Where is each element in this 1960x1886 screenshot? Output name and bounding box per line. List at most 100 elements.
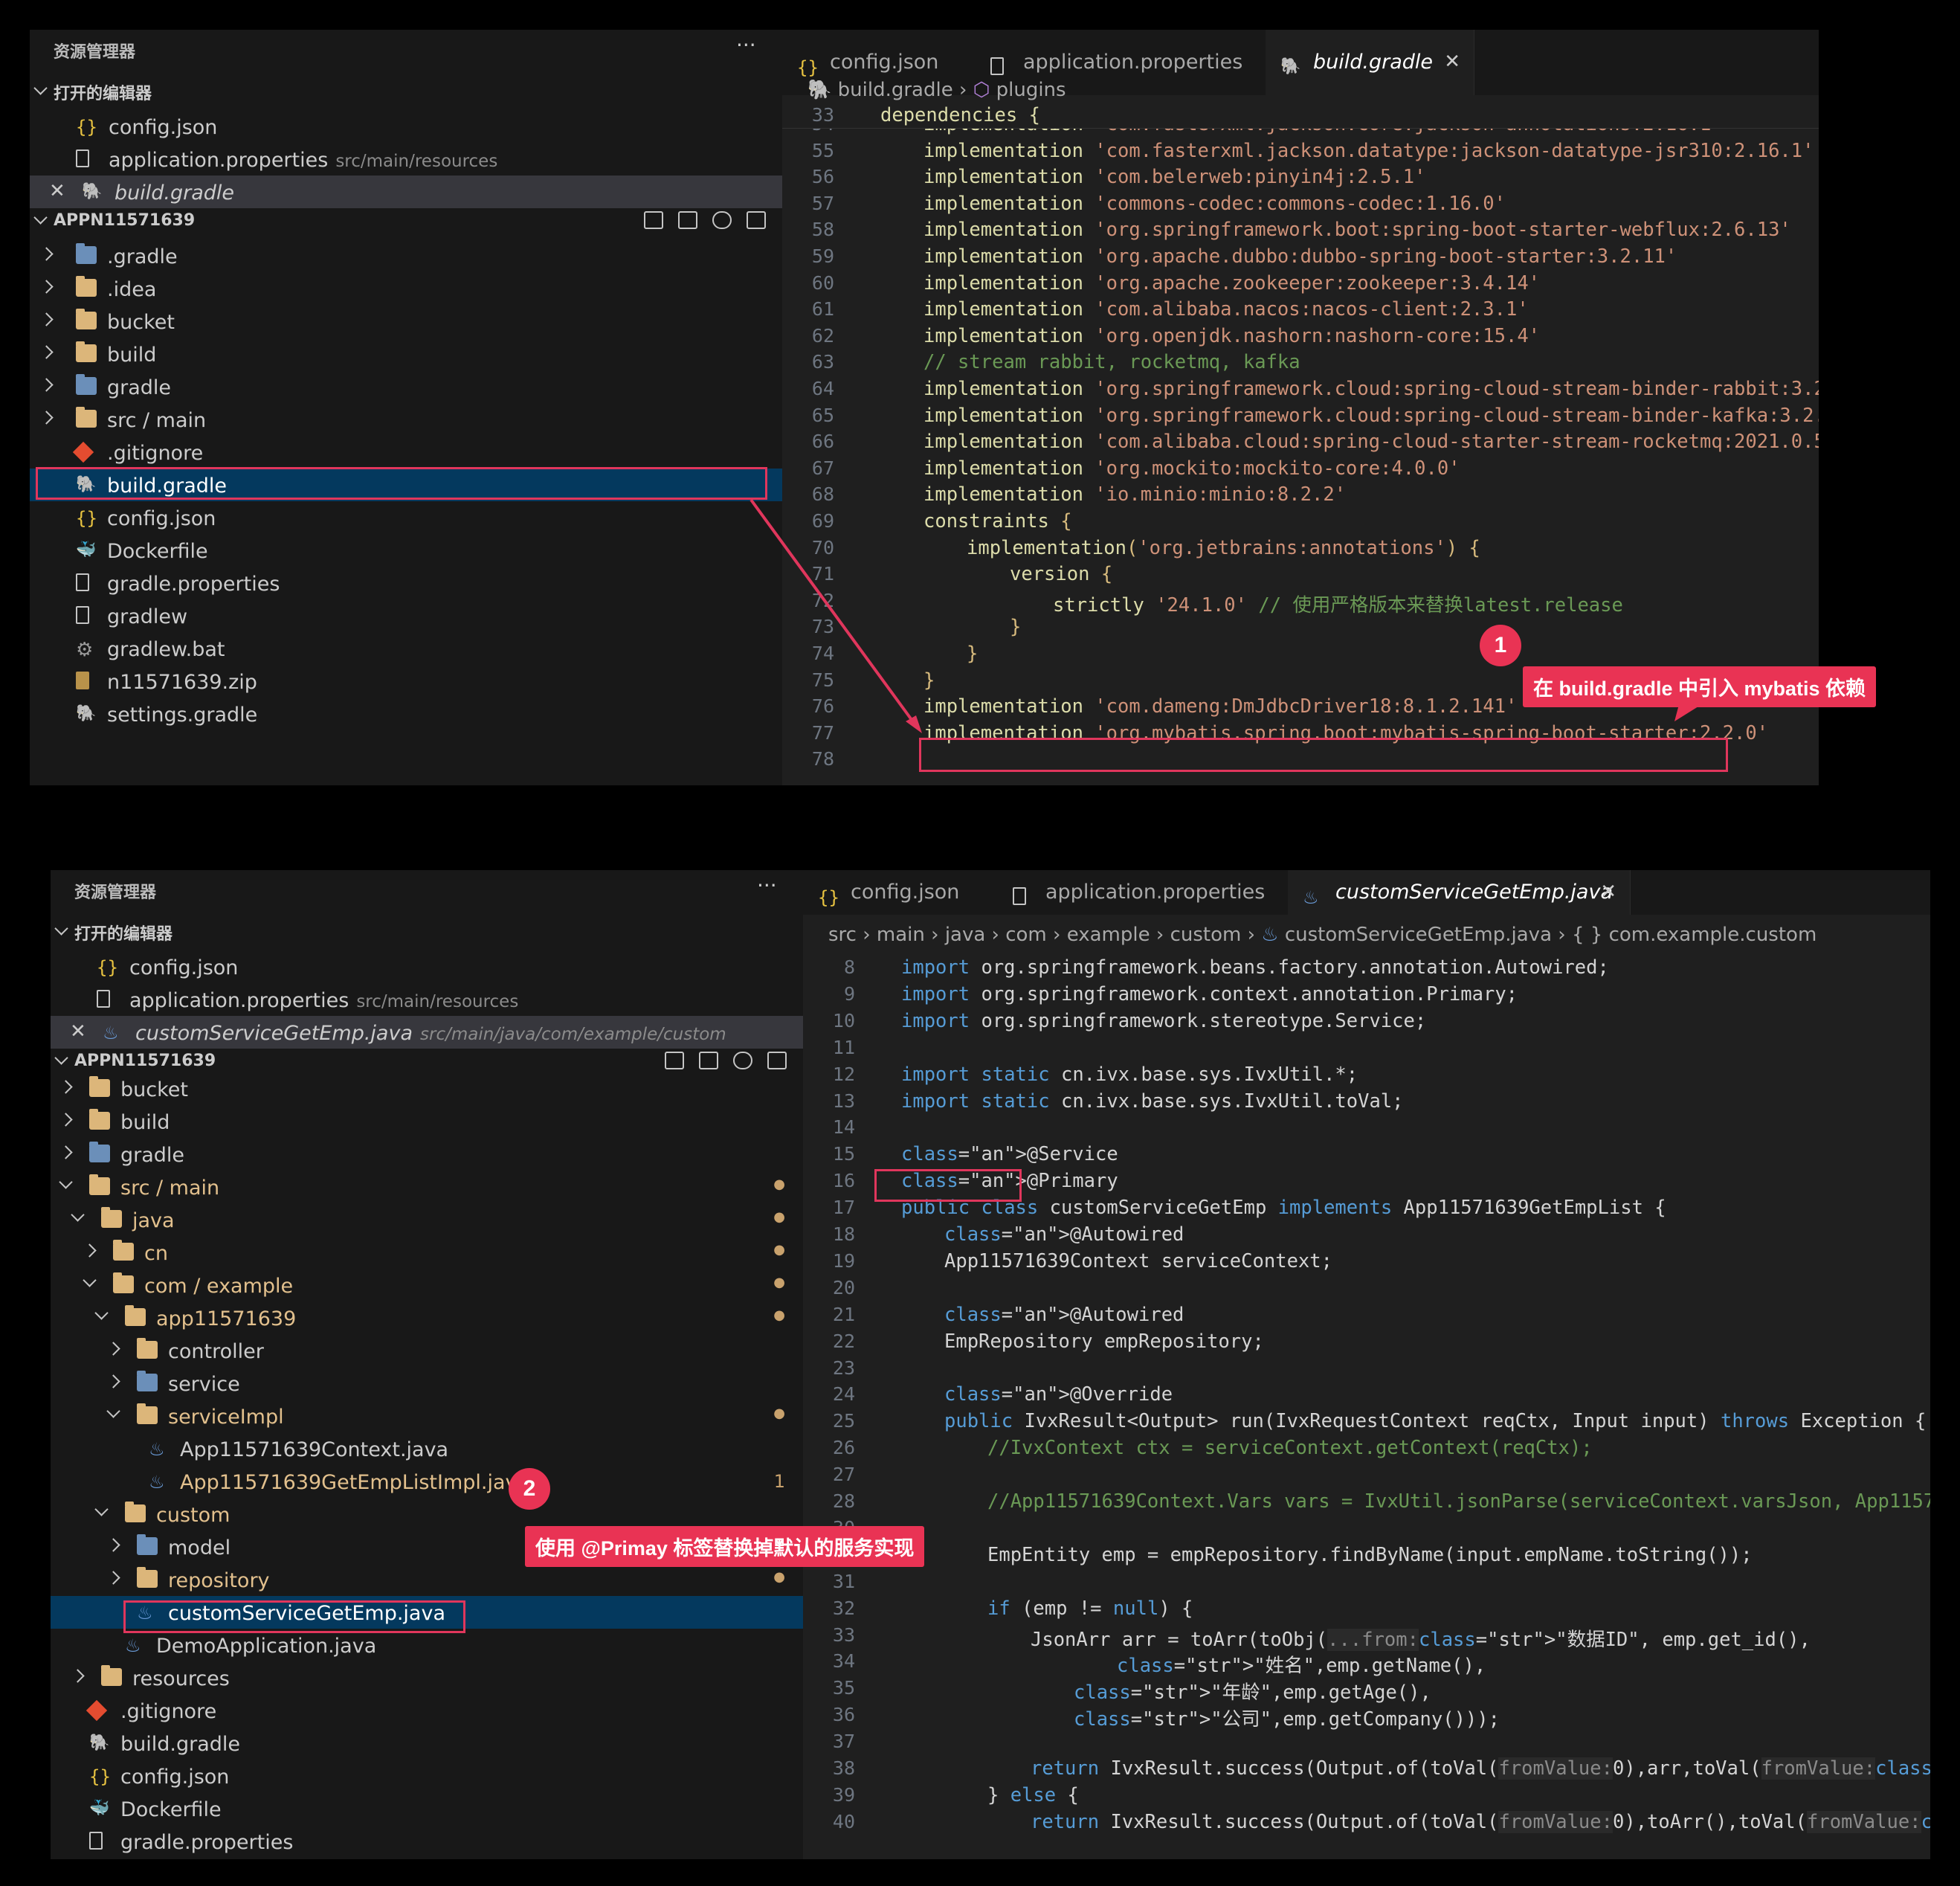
chevron-right-icon[interactable] xyxy=(39,280,54,294)
chevron-down-icon[interactable] xyxy=(94,1502,109,1516)
open-editors-header[interactable]: 打开的编辑器 xyxy=(54,85,152,103)
chevron-right-icon[interactable] xyxy=(39,411,54,425)
chevron-down-icon[interactable] xyxy=(33,81,48,95)
breadcrumb-item[interactable]: plugins xyxy=(996,79,1066,101)
chevron-down-icon[interactable] xyxy=(71,1208,85,1222)
breadcrumb-item[interactable]: custom xyxy=(1170,924,1242,946)
close-icon[interactable]: ✕ xyxy=(1444,51,1460,73)
tab-customservicegetemp-java[interactable]: ♨customServiceGetEmp.java✕ xyxy=(1288,870,1631,915)
chevron-right-icon[interactable] xyxy=(71,1669,85,1683)
tree-item[interactable]: gradle xyxy=(30,370,782,403)
chevron-down-icon[interactable] xyxy=(106,1404,120,1418)
more-actions-icon[interactable]: ··· xyxy=(736,33,756,57)
tree-item[interactable]: java● xyxy=(51,1203,803,1236)
tab-build-gradle[interactable]: 🐘build.gradle✕ xyxy=(1266,30,1474,95)
new-folder-icon[interactable] xyxy=(678,211,697,229)
new-file-icon[interactable] xyxy=(644,211,663,229)
open-editors-header[interactable]: 打开的编辑器 xyxy=(74,925,173,944)
chevron-down-icon[interactable] xyxy=(54,921,68,936)
tree-item[interactable]: resources xyxy=(51,1661,803,1694)
tree-item[interactable]: ♨DemoApplication.java xyxy=(51,1629,803,1661)
tree-item[interactable]: bucket xyxy=(30,305,782,338)
tab-application-properties[interactable]: application.properties xyxy=(998,870,1289,915)
collapse-all-icon[interactable] xyxy=(747,211,766,229)
tree-item[interactable]: {}config.json xyxy=(51,1760,803,1792)
tree-item[interactable]: serviceImpl● xyxy=(51,1400,803,1432)
tree-item[interactable]: ♨App11571639Context.java xyxy=(51,1432,803,1465)
tab-config-json[interactable]: {}config.json xyxy=(803,870,999,915)
chevron-down-icon[interactable] xyxy=(33,210,48,225)
project-header[interactable]: APPN11571639 xyxy=(74,1052,216,1070)
new-folder-icon[interactable] xyxy=(699,1052,718,1069)
tree-item[interactable]: {}config.json xyxy=(30,501,782,534)
chevron-right-icon[interactable] xyxy=(106,1571,120,1585)
tree-item[interactable]: repository● xyxy=(51,1563,803,1596)
tree-item[interactable]: custom xyxy=(51,1498,803,1531)
open-editor-item[interactable]: {}config.json xyxy=(51,950,803,983)
breadcrumb-item[interactable]: example xyxy=(1066,924,1150,946)
more-actions-icon[interactable]: ··· xyxy=(757,873,777,898)
tree-item[interactable]: bucket xyxy=(51,1072,803,1105)
tree-item[interactable]: gradlew xyxy=(30,599,782,632)
tree-item[interactable]: com / example● xyxy=(51,1269,803,1301)
breadcrumb-item[interactable]: src xyxy=(828,924,857,946)
tree-item[interactable]: cn● xyxy=(51,1236,803,1269)
collapse-all-icon[interactable] xyxy=(767,1052,787,1069)
tree-item[interactable]: .gitignore xyxy=(51,1694,803,1727)
tree-item[interactable]: 🐳Dockerfile xyxy=(30,534,782,567)
tree-item[interactable]: gradle xyxy=(51,1138,803,1171)
chevron-down-icon[interactable] xyxy=(54,1051,68,1065)
breadcrumb-item[interactable]: com xyxy=(1005,924,1047,946)
breadcrumb-item[interactable]: { } com.example.custom xyxy=(1571,924,1817,946)
tree-item[interactable]: ⚙gradlew.bat xyxy=(30,632,782,665)
chevron-right-icon[interactable] xyxy=(39,378,54,392)
close-icon[interactable]: ✕ xyxy=(70,1020,86,1043)
tab-application-properties[interactable]: application.properties xyxy=(976,30,1266,95)
project-header[interactable]: APPN11571639 xyxy=(54,211,196,230)
tree-item[interactable]: build xyxy=(51,1105,803,1138)
tree-item[interactable]: src / main● xyxy=(51,1171,803,1203)
chevron-right-icon[interactable] xyxy=(39,312,54,326)
refresh-icon[interactable] xyxy=(712,211,732,229)
tree-item[interactable]: 🐘build.gradle xyxy=(30,469,782,501)
chevron-down-icon[interactable] xyxy=(83,1273,97,1287)
chevron-right-icon[interactable] xyxy=(59,1080,73,1094)
chevron-right-icon[interactable] xyxy=(59,1113,73,1127)
chevron-right-icon[interactable] xyxy=(106,1538,120,1552)
chevron-right-icon[interactable] xyxy=(39,345,54,359)
tree-item[interactable]: controller xyxy=(51,1334,803,1367)
tree-item[interactable]: .gitignore xyxy=(30,436,782,469)
tree-item[interactable]: gradle.properties xyxy=(51,1825,803,1858)
tree-item[interactable]: build xyxy=(30,338,782,370)
breadcrumb-item[interactable]: main xyxy=(876,924,925,946)
chevron-right-icon[interactable] xyxy=(83,1243,97,1258)
tree-item[interactable]: 🐳Dockerfile xyxy=(51,1792,803,1825)
open-editor-item[interactable]: ✕🐘build.gradle xyxy=(30,176,782,208)
refresh-icon[interactable] xyxy=(733,1052,752,1069)
chevron-down-icon[interactable] xyxy=(59,1175,73,1189)
new-file-icon[interactable] xyxy=(665,1052,684,1069)
tree-item[interactable]: app11571639● xyxy=(51,1301,803,1334)
tree-item[interactable]: model xyxy=(51,1531,803,1563)
chevron-right-icon[interactable] xyxy=(106,1374,120,1388)
breadcrumb-item[interactable]: build.gradle xyxy=(837,79,953,101)
close-icon[interactable]: ✕ xyxy=(49,180,65,202)
breadcrumb-item[interactable]: java xyxy=(944,924,986,946)
chevron-right-icon[interactable] xyxy=(106,1342,120,1356)
tree-item[interactable]: .gradle xyxy=(30,239,782,272)
breadcrumb-item[interactable]: customServiceGetEmp.java xyxy=(1284,924,1553,946)
chevron-down-icon[interactable] xyxy=(94,1306,109,1320)
tree-item[interactable]: src / main xyxy=(30,403,782,436)
tree-item[interactable]: 🐘build.gradle xyxy=(51,1727,803,1760)
tree-item[interactable]: n11571639.zip xyxy=(30,665,782,698)
tree-item[interactable]: gradle.properties xyxy=(30,567,782,599)
tree-item[interactable]: 🐘settings.gradle xyxy=(30,698,782,730)
tree-item[interactable]: .idea xyxy=(30,272,782,305)
tree-item[interactable]: service xyxy=(51,1367,803,1400)
close-icon[interactable]: ✕ xyxy=(1600,881,1616,903)
